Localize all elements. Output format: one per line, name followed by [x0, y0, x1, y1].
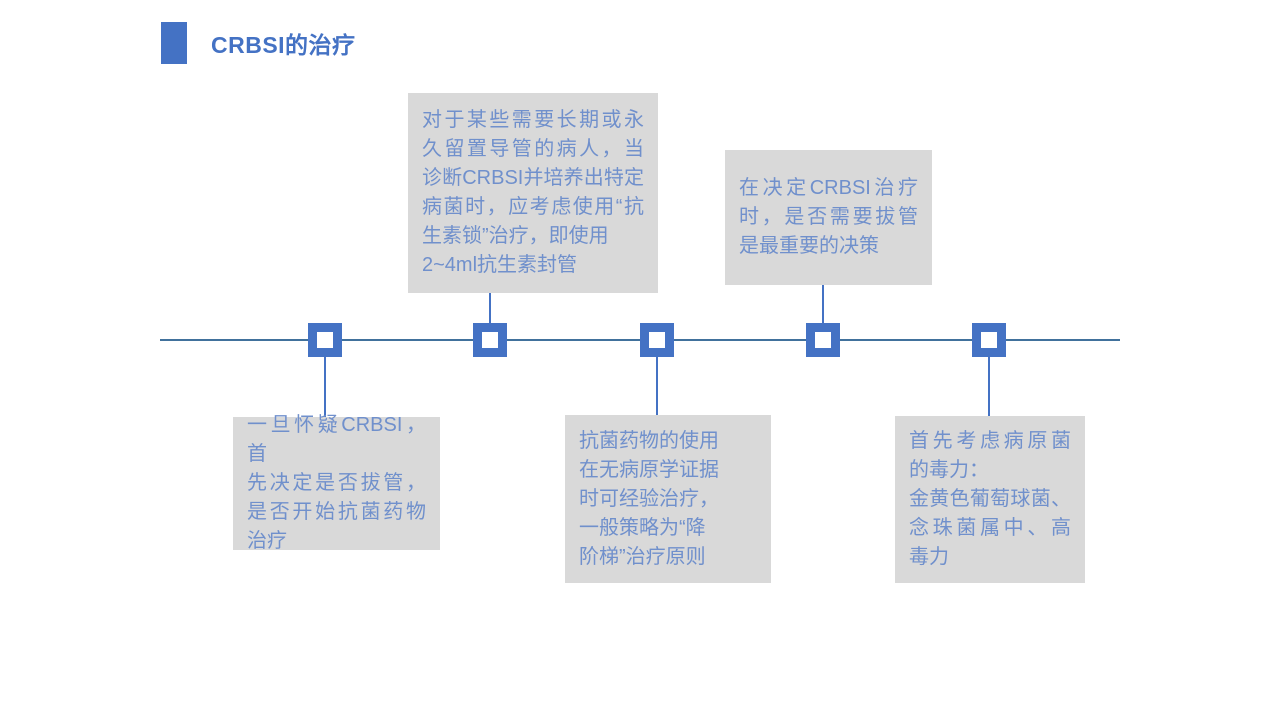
text-line: 对于某些需要长期或永 — [422, 109, 644, 131]
timeline-node-3-square-icon — [640, 323, 674, 357]
text-line: 抗菌药物的使用 — [579, 429, 719, 452]
text-line: 念珠菌属中、高 — [909, 517, 1071, 539]
empiric-de-escalation-therapy-box: 抗菌药物的使用在无病原学证据时可经验治疗， 一般策略为“降阶梯”治疗原则 — [565, 415, 771, 583]
title-block: CRBSI的治疗 — [161, 22, 356, 64]
text-line: 首先考虑病原菌 — [909, 430, 1071, 452]
timeline-node-4-square-icon — [806, 323, 840, 357]
text-line: 治疗 — [247, 530, 287, 552]
text-line: 的毒力： — [909, 459, 989, 481]
title-marker-rect — [161, 22, 187, 64]
suspect-crbsi-first-steps-box: 一旦怀疑CRBSI，首先决定是否拔管， 是否开始抗菌药物治疗 — [233, 414, 440, 552]
text-line: 一旦怀疑CRBSI，首 — [247, 414, 426, 465]
text-line: 病菌时，应考虑使用“抗 — [422, 196, 644, 218]
text-line: 金黄色葡萄球菌、 — [909, 488, 1071, 510]
connector-node5-to-bottom-box — [988, 357, 990, 416]
text-line: 在无病原学证据 — [579, 458, 719, 481]
text-line: 阶梯”治疗原则 — [579, 545, 706, 568]
connector-node1-to-bottom-box — [324, 357, 326, 417]
text-line: 在决定CRBSI治疗 — [739, 177, 918, 199]
connector-node2-to-top-box — [489, 293, 491, 323]
text-line: 时，是否需要拔管 — [739, 206, 918, 228]
text-line: 生素锁”治疗，即使用 — [422, 225, 609, 247]
connector-node3-to-bottom-box — [656, 357, 658, 415]
text-line: 毒力 — [909, 546, 949, 568]
text-line: 2~4ml抗生素封管 — [422, 254, 578, 276]
text-line: 先决定是否拔管， — [247, 472, 426, 494]
slide-title: CRBSI的治疗 — [211, 32, 356, 58]
connector-node4-to-top-box — [822, 285, 824, 323]
pathogen-virulence-box: 首先考虑病原菌的毒力： 金黄色葡萄球菌、念珠菌属中、高毒力 — [895, 416, 1085, 583]
catheter-removal-decision-box: 在决定CRBSI治疗时，是否需要拔管是最重要的决策 — [725, 150, 932, 285]
text-line: 时可经验治疗， — [579, 487, 719, 510]
text-line: 一般策略为“降 — [579, 516, 706, 539]
timeline-node-2-square-icon — [473, 323, 507, 357]
antibiotic-lock-therapy-box: 对于某些需要长期或永久留置导管的病人，当诊断CRBSI并培养出特定病菌时，应考虑… — [408, 93, 658, 293]
text-line: 是否开始抗菌药物 — [247, 501, 426, 523]
timeline-node-5-square-icon — [972, 323, 1006, 357]
text-line: 是最重要的决策 — [739, 235, 879, 257]
text-line: 诊断CRBSI并培养出特定 — [422, 167, 644, 189]
timeline-node-1-square-icon — [308, 323, 342, 357]
text-line: 久留置导管的病人，当 — [422, 138, 644, 160]
